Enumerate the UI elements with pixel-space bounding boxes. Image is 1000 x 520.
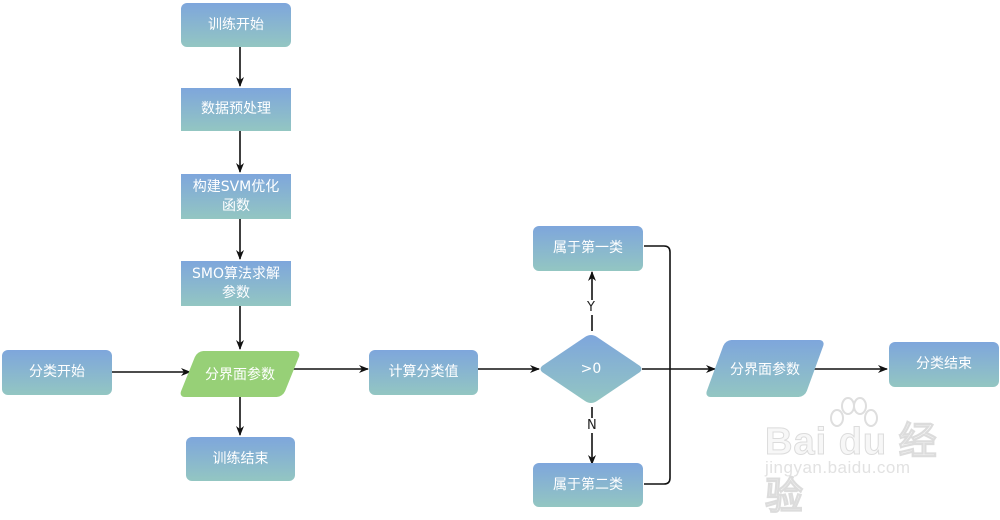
node-class-one[interactable]: 属于第一类 <box>533 226 643 271</box>
node-decision[interactable] <box>538 333 644 405</box>
node-label: 计算分类值 <box>388 364 459 380</box>
node-hyperplane-params-train[interactable]: 分界面参数 <box>178 351 302 397</box>
edge-label-yes: Y <box>586 300 596 315</box>
node-preprocess[interactable]: 数据预处理 <box>181 88 291 131</box>
decision-label: >0 <box>580 361 602 377</box>
edge-class-bracket <box>644 245 671 485</box>
watermark-url: jingyan.baidu.com <box>765 458 911 477</box>
baidu-watermark: Bai du 经验 jingyan.baidu.com <box>765 397 950 519</box>
node-train-end[interactable]: 训练结束 <box>186 437 295 481</box>
node-compute-value[interactable]: 计算分类值 <box>369 350 478 395</box>
node-label: 训练结束 <box>212 450 269 467</box>
node-label: 属于第二类 <box>553 476 623 493</box>
node-label: 分界面参数 <box>730 361 800 378</box>
node-label: 分类结束 <box>916 356 972 372</box>
node-label: 分类开始 <box>29 364 85 380</box>
node-smo-solve[interactable]: SMO算法求解参数 <box>181 261 291 306</box>
diamond-shape <box>540 335 642 403</box>
node-label: 数据预处理 <box>201 101 271 117</box>
node-label: 分界面参数 <box>205 367 275 383</box>
node-label: 属于第一类 <box>553 240 623 256</box>
edge-label-no: N <box>586 418 598 433</box>
node-label: 构建SVM优化函数 <box>192 178 280 214</box>
node-label: SMO算法求解参数 <box>192 265 280 301</box>
node-classify-start[interactable]: 分类开始 <box>2 350 112 395</box>
node-classify-end[interactable]: 分类结束 <box>889 342 999 387</box>
connectors <box>112 47 888 485</box>
node-class-two[interactable]: 属于第二类 <box>533 463 643 507</box>
node-hyperplane-params-classify[interactable]: 分界面参数 <box>703 340 827 397</box>
node-build-svm[interactable]: 构建SVM优化函数 <box>181 174 291 219</box>
node-label: 训练开始 <box>208 16 264 33</box>
paw-icon <box>830 397 878 427</box>
node-train-start[interactable]: 训练开始 <box>181 3 291 47</box>
